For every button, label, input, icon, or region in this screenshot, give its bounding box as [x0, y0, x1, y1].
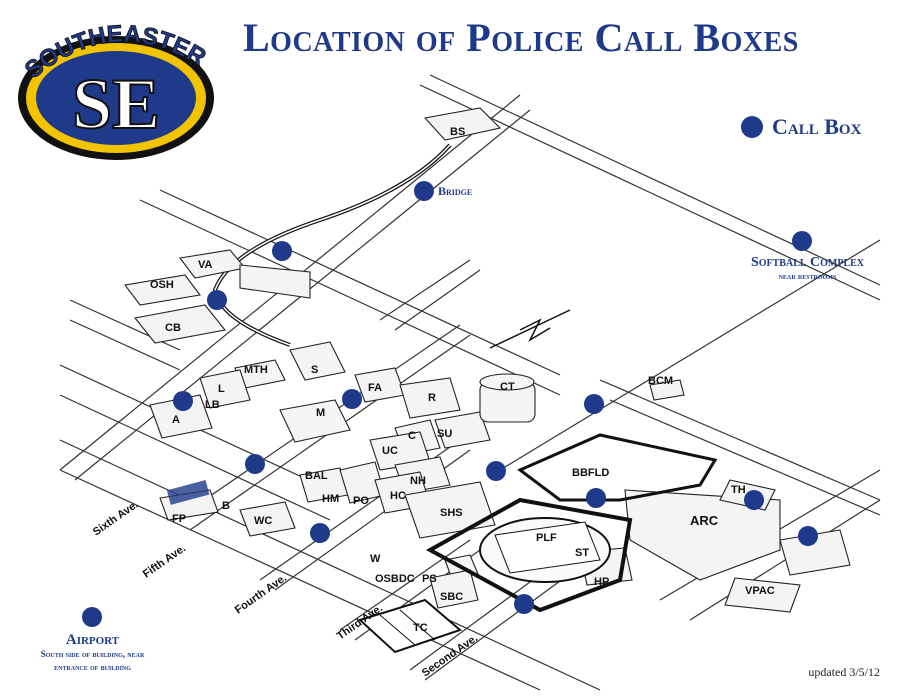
label-hc: HC — [390, 490, 406, 502]
call-box-uc — [486, 461, 506, 481]
baseball-field — [517, 433, 718, 502]
airport-title: Airport — [65, 632, 120, 648]
airport-sub-1: South side of building, near — [40, 649, 145, 659]
hatched-area — [166, 480, 210, 505]
label-b: B — [222, 500, 230, 512]
legend-label: Call Box — [772, 114, 862, 139]
label-ct: CT — [500, 381, 515, 393]
label-uc: UC — [382, 445, 398, 457]
label-ps: PS — [422, 573, 437, 585]
label-arc: ARC — [690, 513, 719, 528]
street-fifth: Fifth Ave. — [141, 542, 188, 580]
label-hp: HP — [594, 576, 609, 588]
softball-sub: near restrooms — [778, 271, 837, 281]
softball-title: Softball Complex — [750, 255, 865, 270]
label-th: TH — [731, 484, 746, 496]
label-wc: WC — [254, 515, 272, 527]
label-tc: TC — [413, 622, 428, 634]
street-third: Third Ave. — [335, 602, 385, 642]
label-mth: MTH — [244, 364, 268, 376]
label-s: S — [311, 364, 318, 376]
label-po: PO — [353, 495, 369, 507]
call-box-bcm — [584, 394, 604, 414]
tower-ct — [479, 373, 536, 423]
call-box-airport — [82, 607, 102, 627]
call-box-fa — [342, 389, 362, 409]
call-box-th — [744, 490, 764, 510]
call-box-bridge — [414, 181, 434, 201]
call-box-a — [173, 391, 193, 411]
call-box-sbc — [514, 594, 534, 614]
label-shs: SHS — [440, 507, 463, 519]
label-sbc: SBC — [440, 591, 463, 603]
call-box-osh — [207, 290, 227, 310]
updated-note: updated 3/5/12 — [808, 665, 880, 679]
label-cb: CB — [165, 322, 181, 334]
street-second: Second Ave. — [420, 632, 480, 679]
call-box-east — [798, 526, 818, 546]
label-st: ST — [575, 547, 589, 559]
call-box-bbfld — [586, 488, 606, 508]
label-nh: NH — [410, 475, 426, 487]
label-plf: PLF — [536, 532, 557, 544]
label-bal: BAL — [305, 470, 328, 482]
call-box-va — [272, 241, 292, 261]
label-m: M — [316, 407, 325, 419]
label-va: VA — [198, 259, 213, 271]
label-vpac: VPAC — [745, 585, 775, 597]
call-box-center — [245, 454, 265, 474]
label-bbfld: BBFLD — [572, 467, 609, 479]
label-bs: BS — [450, 126, 465, 138]
label-l: L — [218, 383, 225, 395]
label-c: C — [408, 430, 416, 442]
street-sixth: Sixth Ave. — [91, 499, 141, 539]
label-w: W — [370, 553, 381, 565]
label-lb: LB — [205, 399, 220, 411]
page-title: Location of Police Call Boxes — [243, 15, 799, 60]
compass-symbol — [489, 309, 571, 349]
call-box-softball — [792, 231, 812, 251]
bridge-label: Bridge — [438, 184, 473, 198]
label-osh: OSH — [150, 279, 174, 291]
label-hm: HM — [322, 493, 339, 505]
street-grid — [59, 74, 881, 691]
label-fp: FP — [172, 513, 186, 525]
label-osbdc: OSBDC — [375, 573, 415, 585]
call-box-wc — [310, 523, 330, 543]
label-r: R — [428, 392, 436, 404]
label-su: SU — [437, 428, 452, 440]
airport-sub-2: entrance of building — [54, 662, 131, 672]
call-box-legend-icon — [741, 116, 763, 138]
label-a: A — [172, 414, 180, 426]
street-fourth: Fourth Ave. — [233, 572, 289, 616]
tennis-courts — [358, 598, 462, 654]
label-fa: FA — [368, 382, 382, 394]
label-bcm: BCM — [648, 375, 673, 387]
